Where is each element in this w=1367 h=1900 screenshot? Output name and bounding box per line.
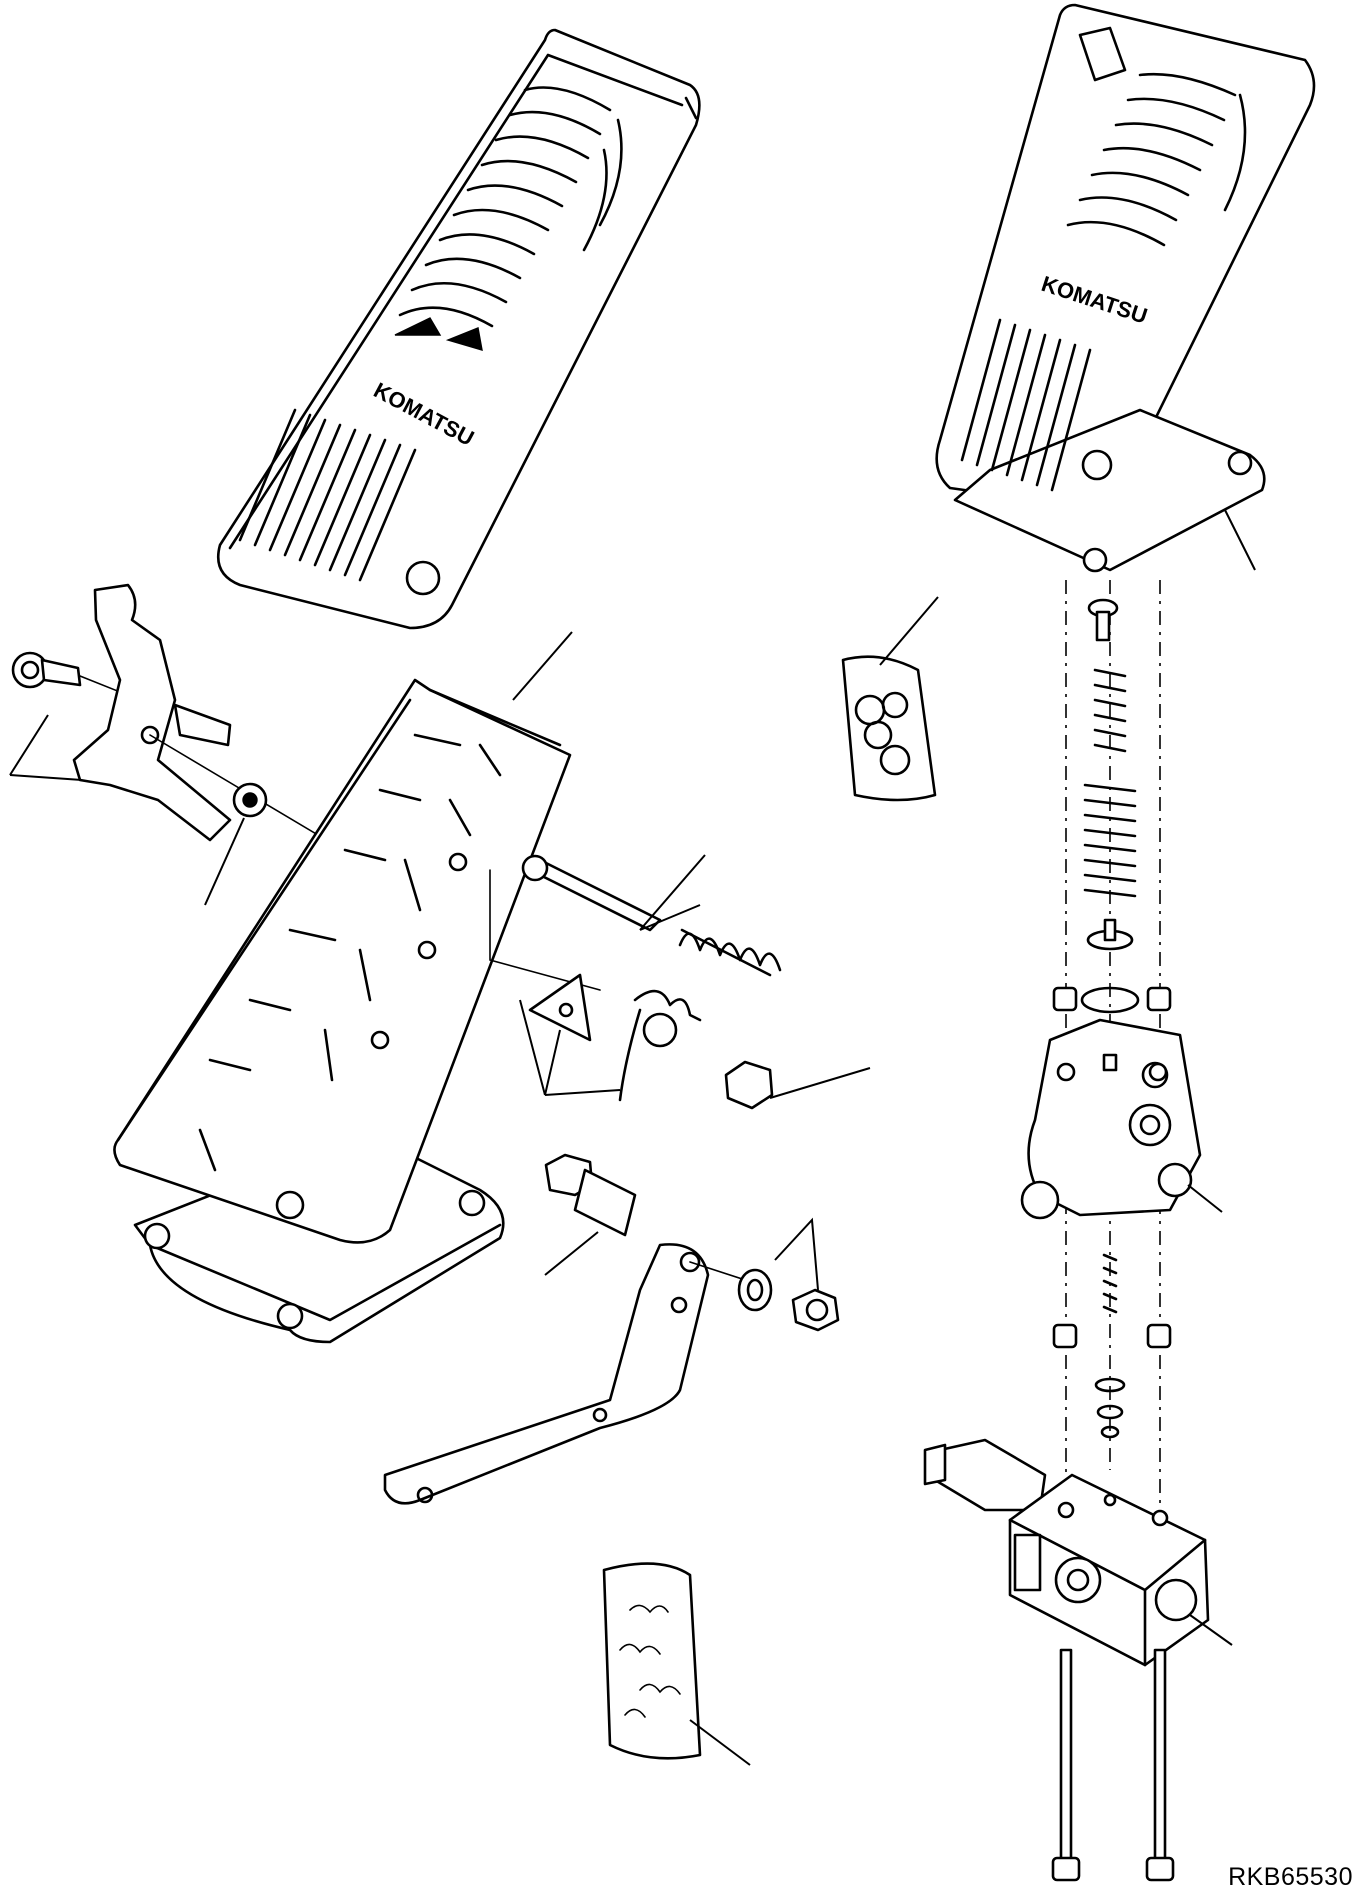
spring-kit-bag-bottom: [602, 1562, 751, 1766]
pedal-pad-left: KOMATSU: [216, 28, 701, 630]
bell-crank-lever: [383, 1153, 840, 1505]
pedal-base-left: [113, 631, 573, 1344]
drawing-reference-code: RKB65530: [1228, 1863, 1353, 1891]
seal-kit-bag-right: [841, 596, 939, 802]
pedal-assembly-right: KOMATSU: [935, 3, 1316, 573]
pin-and-springs: [489, 854, 871, 1110]
valve-stack-right: [923, 580, 1233, 1882]
lever-bracket-left: [9, 583, 361, 906]
